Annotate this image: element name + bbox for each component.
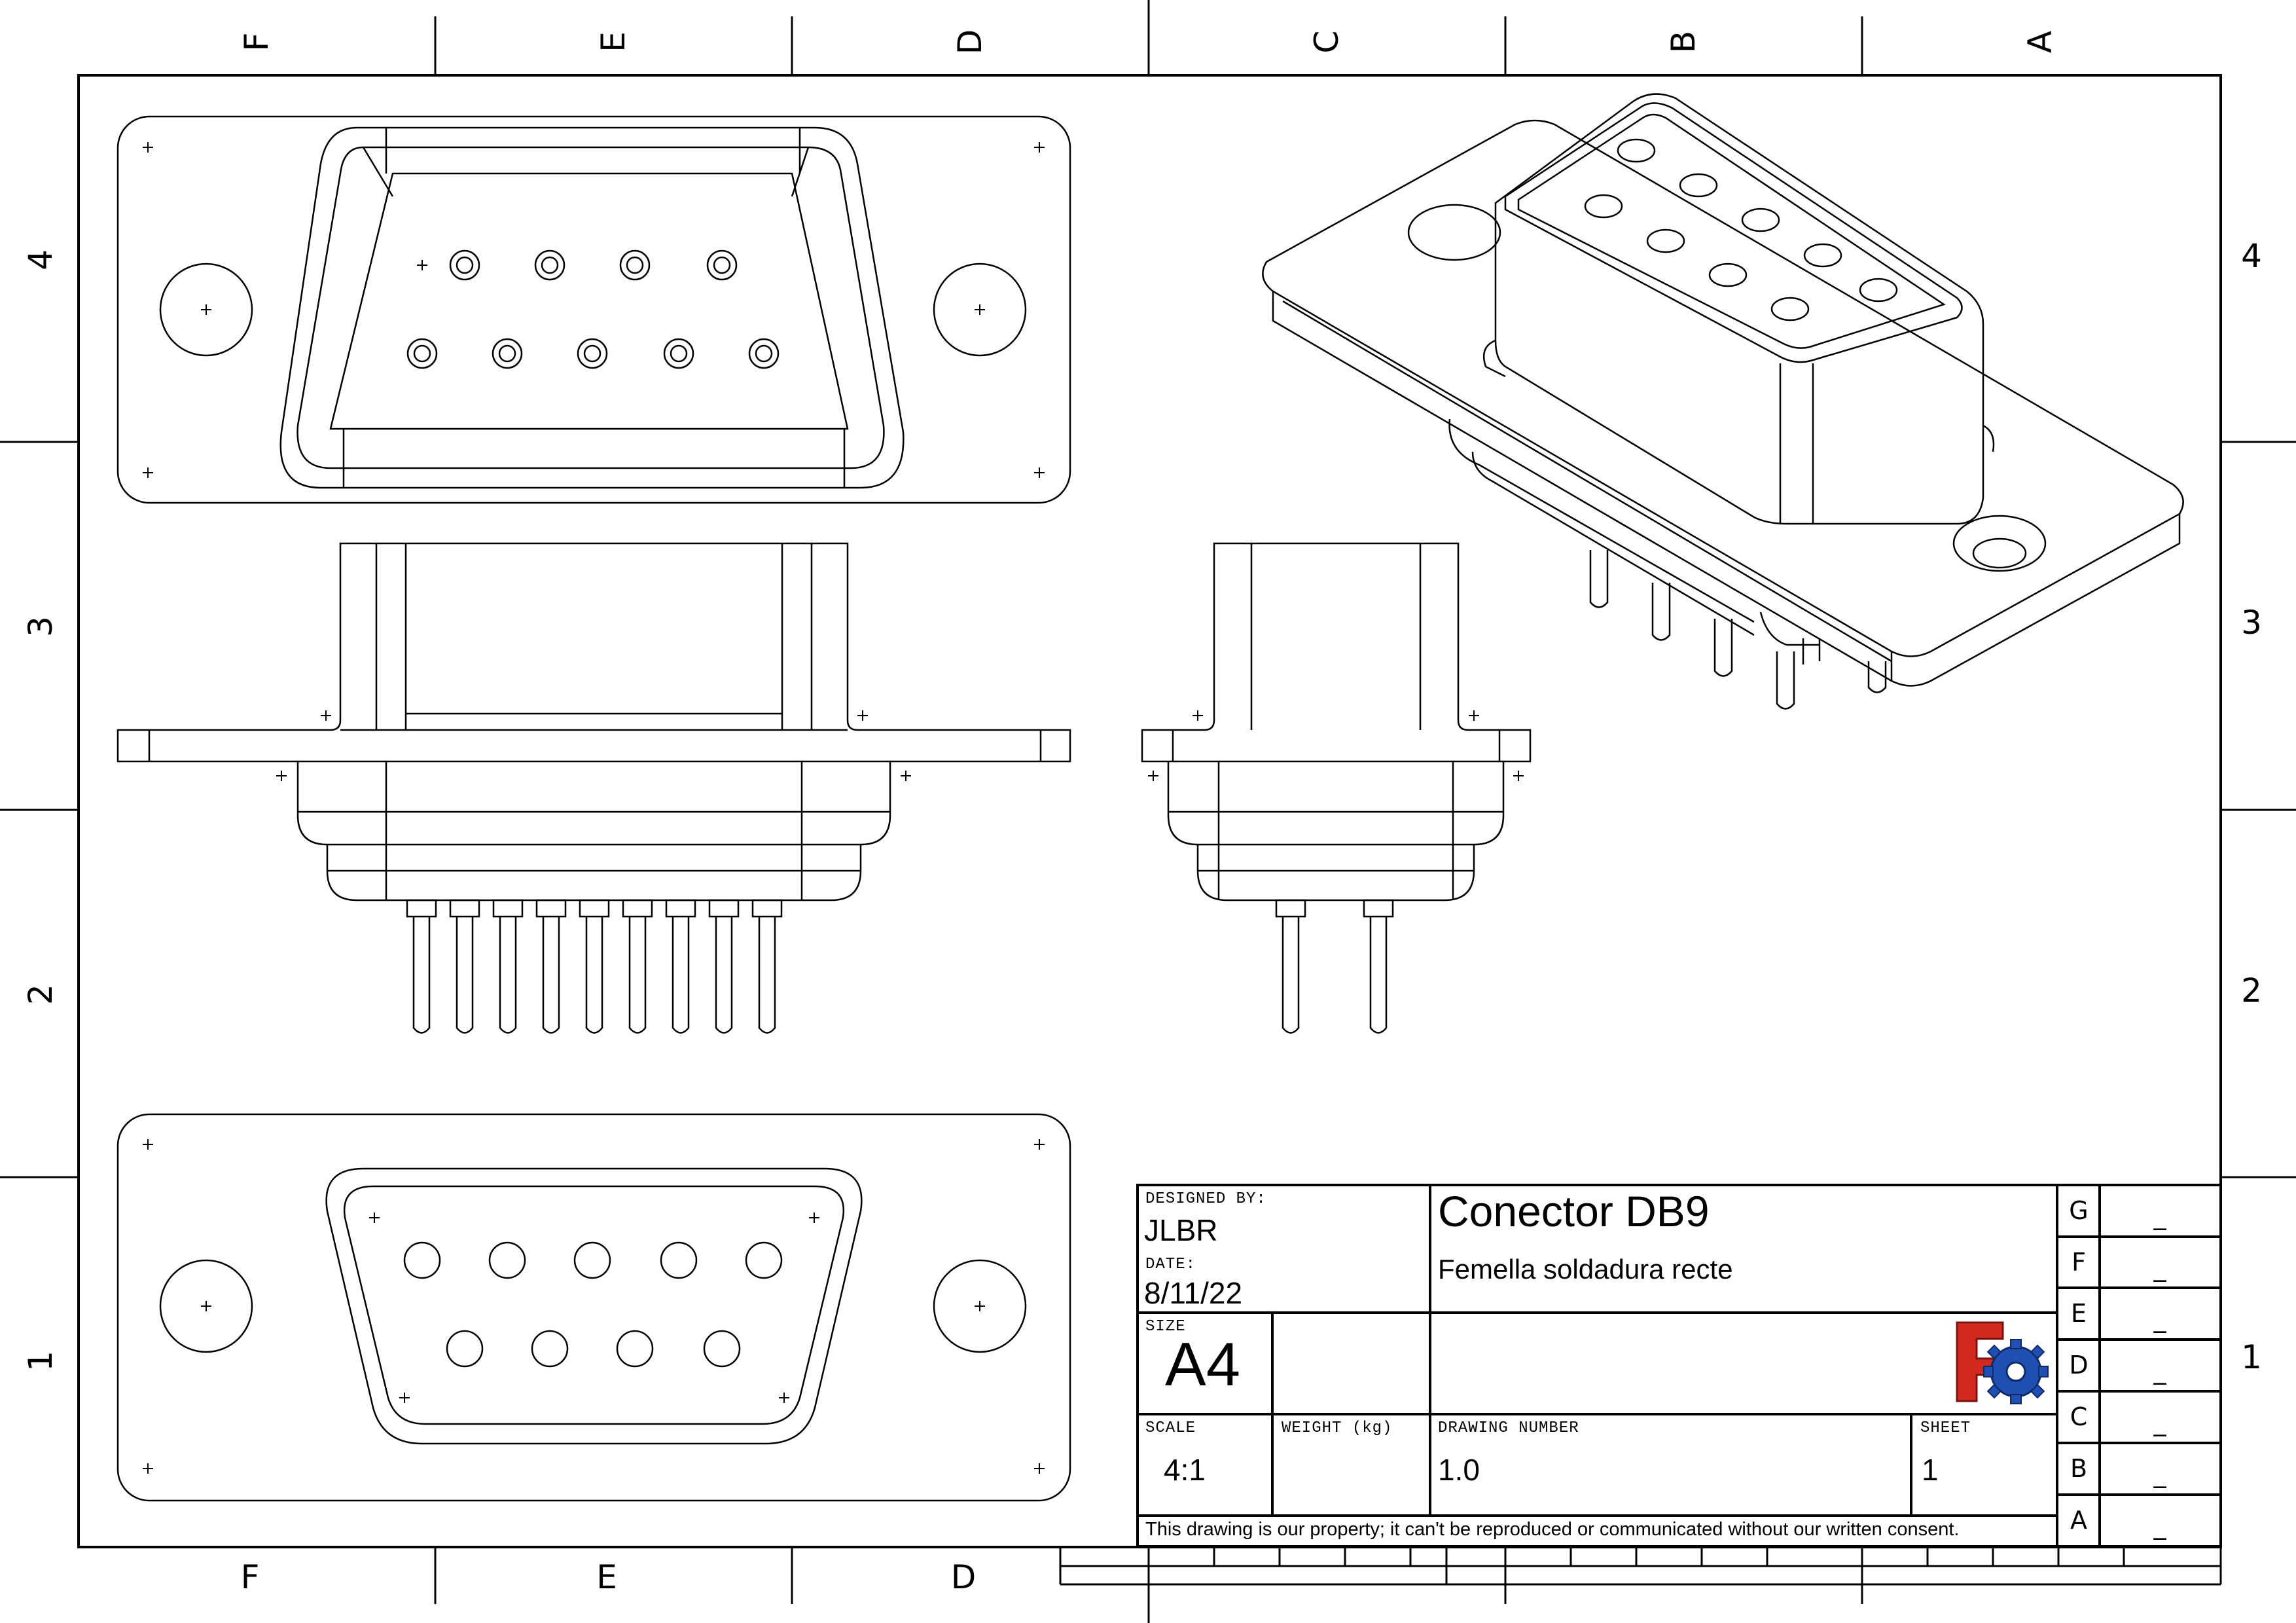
revision-letter-a: A (2070, 1506, 2087, 1535)
size-label: SIZE (1145, 1318, 1186, 1336)
zone-label-top-f: F (238, 32, 276, 52)
side-view-short (1141, 542, 1532, 1034)
bottom-view (117, 1113, 1071, 1502)
disclaimer-text: This drawing is our property; it can't b… (1145, 1519, 1960, 1540)
zone-label-top-d: D (951, 29, 989, 55)
sheet-label: SHEET (1920, 1419, 1971, 1437)
revision-letter-d: D (2069, 1351, 2089, 1379)
zone-label-left-2: 2 (22, 984, 60, 1005)
side-view-long (117, 542, 1071, 1034)
designed-by-value: JLBR (1144, 1213, 1218, 1247)
size-value: A4 (1165, 1330, 1240, 1398)
scale-value: 4:1 (1164, 1453, 1206, 1487)
drawing-number-label: DRAWING NUMBER (1438, 1419, 1579, 1437)
date-value: 8/11/22 (1144, 1276, 1243, 1310)
freecad-logo-icon (1956, 1321, 2049, 1404)
zone-label-bottom-e: E (596, 1558, 617, 1596)
zone-label-top-b: B (1664, 30, 1702, 54)
zone-label-bottom-f: F (240, 1558, 260, 1596)
zone-label-left-3: 3 (22, 616, 60, 637)
sheet-value: 1 (1922, 1453, 1939, 1487)
date-label: DATE: (1145, 1256, 1196, 1273)
revision-value-g: _ (2153, 1201, 2166, 1230)
revision-letter-e: E (2070, 1299, 2087, 1328)
revision-value-a: _ (2153, 1511, 2166, 1540)
revision-letter-g: G (2069, 1196, 2089, 1225)
weight-label: WEIGHT (kg) (1282, 1419, 1393, 1437)
revision-value-e: _ (2153, 1304, 2166, 1333)
zone-ticks-bottom (434, 1547, 793, 1604)
revision-letter-f: F (2072, 1248, 2086, 1277)
isometric-view (1262, 93, 2184, 710)
title-block-lines (1136, 1184, 2222, 1548)
center-marks (143, 142, 1524, 1474)
zone-label-right-4: 4 (2241, 237, 2262, 275)
scale-label: SCALE (1145, 1419, 1196, 1437)
drawing-title: Conector DB9 (1438, 1187, 1710, 1235)
revision-value-f: _ (2153, 1253, 2166, 1282)
zone-label-left-4: 4 (22, 249, 60, 270)
zone-label-left-1: 1 (22, 1351, 60, 1372)
zone-label-bottom-d: D (950, 1558, 977, 1596)
zone-label-right-1: 1 (2241, 1338, 2262, 1376)
drawing-subtitle: Femella soldadura recte (1438, 1254, 1733, 1285)
revision-value-b: _ (2153, 1459, 2166, 1488)
scale-strip (1059, 1547, 2222, 1623)
designed-by-label: DESIGNED BY: (1145, 1190, 1266, 1208)
revision-value-d: _ (2153, 1356, 2166, 1385)
zone-ticks-top (434, 0, 1863, 75)
revision-value-c: _ (2153, 1408, 2166, 1436)
revision-letter-c: C (2070, 1402, 2088, 1431)
revision-letter-b: B (2070, 1454, 2088, 1483)
front-view (117, 115, 1071, 504)
drawing-number-value: 1.0 (1438, 1453, 1480, 1487)
zone-ticks-sides (0, 441, 2296, 1178)
zone-label-top-a: A (2021, 30, 2059, 54)
zone-label-right-2: 2 (2241, 972, 2262, 1010)
zone-label-top-e: E (594, 31, 632, 52)
zone-label-top-c: C (1308, 30, 1346, 54)
zone-label-right-3: 3 (2241, 604, 2262, 642)
